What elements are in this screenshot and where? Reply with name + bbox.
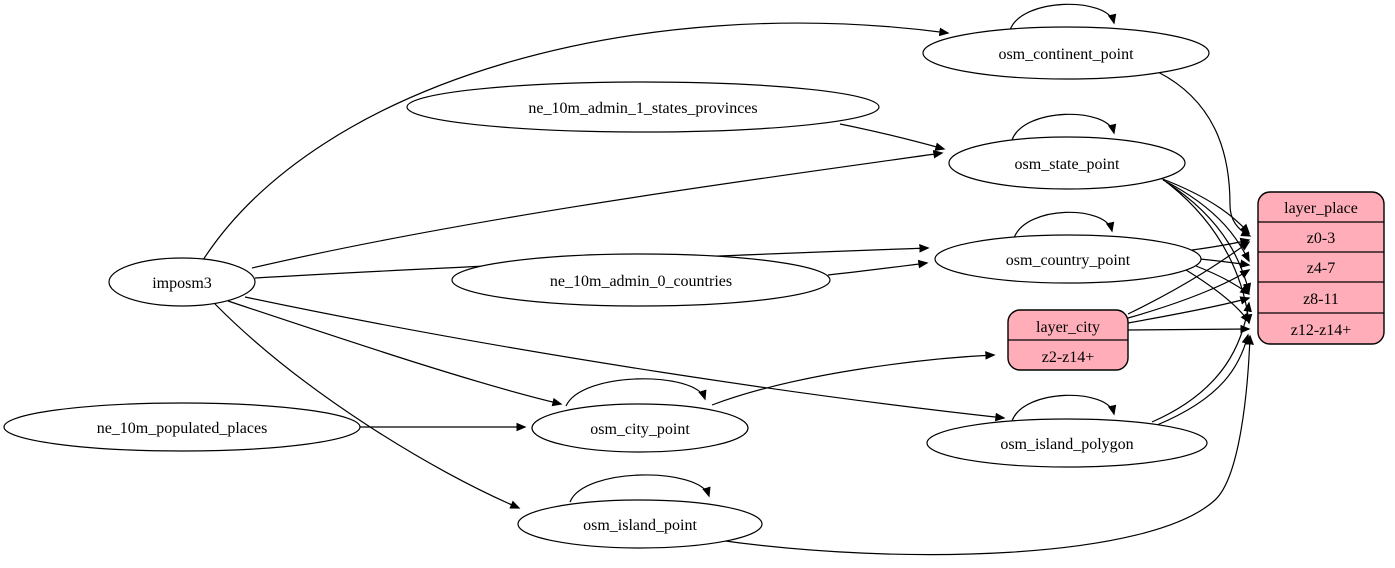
edge-imposm3-osm_island_point [214, 303, 521, 509]
edge-ne_10m_admin_0_countries-osm_country_point [827, 259, 929, 276]
node-ne_10m_admin_0_countries-shape [451, 253, 831, 307]
edge-self-osm_country_point [1013, 211, 1115, 239]
edge-ne_10m_admin_1_states_provinces-osm_state_point [839, 123, 946, 151]
edge-osm_country_point-layer_place-z4-7 [1199, 258, 1251, 269]
node-ne_10m_admin_1_states_provinces-label: ne_10m_admin_1_states_provinces [528, 100, 757, 117]
edge-layer_city-layer_place-z4-7 [1127, 269, 1251, 319]
edge-imposm3-osm_island_polygon [244, 296, 1006, 422]
edge-self-osm_city_point [565, 378, 707, 407]
node-osm_state_point-label: osm_state_point [1015, 156, 1120, 173]
edge-self-osm_state_point [1011, 113, 1117, 141]
edge-self-osm_continent_point [1009, 3, 1117, 31]
record-layer_city-row-z2-z14: z2-z14+ [1042, 349, 1095, 366]
node-ne_10m_admin_1_states_provinces-shape [406, 81, 880, 133]
edge-layer_city-layer_place-z12-z14 [1127, 324, 1251, 334]
node-ne_10m_populated_places: ne_10m_populated_places [3, 402, 361, 452]
node-imposm3: imposm3 [108, 257, 256, 307]
node-osm_island_point-shape [517, 499, 763, 549]
record-layer_place-row-z8-11: z8-11 [1303, 291, 1339, 308]
record-layer_place-row-z4-7: z4-7 [1307, 260, 1335, 277]
edge-osm_island_polygon-layer_place-z8-11 [1151, 301, 1252, 423]
node-ne_10m_admin_0_countries-label: ne_10m_admin_0_countries [550, 273, 732, 290]
node-osm_island_point: osm_island_point [517, 499, 763, 549]
edge-osm_continent_point-layer_place-z0-3 [1157, 71, 1252, 237]
node-osm_city_point-label: osm_city_point [590, 421, 690, 438]
edge-layer_city-layer_place-z8-11 [1127, 296, 1251, 324]
node-osm_island_polygon-label: osm_island_polygon [1000, 436, 1133, 453]
node-osm_continent_point-shape [922, 26, 1210, 80]
node-osm_country_point: osm_country_point [934, 234, 1202, 284]
edge-imposm3-osm_continent_point [202, 22, 950, 261]
edge-osm_city_point-layer_city-z2-z14 [711, 351, 996, 406]
node-osm_continent_point-label: osm_continent_point [998, 46, 1134, 63]
node-osm_country_point-shape [934, 234, 1202, 284]
node-ne_10m_admin_1_states_provinces: ne_10m_admin_1_states_provinces [406, 81, 880, 133]
edge-imposm3-osm_city_point [227, 300, 563, 407]
edge-osm_island_polygon-layer_place-z12-z14 [1156, 333, 1250, 426]
edge-osm_state_point-layer_place-z8-11 [1165, 181, 1252, 294]
record-layer_place-box [1257, 191, 1385, 345]
node-osm_city_point-shape [531, 403, 749, 453]
node-osm_island_polygon-shape [926, 418, 1208, 468]
node-osm_country_point-label: osm_country_point [1006, 252, 1131, 269]
node-ne_10m_admin_0_countries: ne_10m_admin_0_countries [451, 253, 831, 307]
record-layer_city-title: layer_city [1036, 319, 1100, 336]
node-osm_continent_point: osm_continent_point [922, 26, 1210, 80]
edge-osm_state_point-layer_place-z0-3 [1159, 177, 1251, 235]
edge-imposm3-osm_state_point [251, 149, 944, 269]
node-osm_state_point-shape [948, 136, 1186, 190]
edge-osm_country_point-layer_place-z0-3 [1191, 237, 1251, 251]
node-ne_10m_populated_places-shape [3, 402, 361, 452]
node-imposm3-shape [108, 257, 256, 307]
node-osm_city_point: osm_city_point [531, 403, 749, 453]
node-imposm3-label: imposm3 [152, 275, 212, 292]
record-layer_place-title: layer_place [1284, 200, 1358, 217]
record-layer_place: layer_place z0-3 z4-7 z8-11 z12-z14+ [1257, 191, 1385, 345]
record-layer_place-row-z0-3: z0-3 [1307, 230, 1335, 247]
edge-layer_city-layer_place-z0-3 [1127, 241, 1251, 315]
edge-self-osm_island_polygon [1011, 394, 1117, 422]
node-ne_10m_populated_places-label: ne_10m_populated_places [97, 420, 268, 437]
edge-osm_island_point-layer_place-z12-z14 [717, 334, 1254, 556]
node-osm_state_point: osm_state_point [948, 136, 1186, 190]
node-osm_island_point-label: osm_island_point [583, 517, 697, 534]
record-layer_city: layer_city z2-z14+ [1007, 309, 1129, 371]
edge-osm_state_point-layer_place-z4-7 [1162, 179, 1250, 263]
record-layer_place-row-z12-z14: z12-z14+ [1291, 322, 1352, 339]
edge-self-osm_island_point [569, 474, 711, 503]
edge-osm_country_point-layer_place-z8-11 [1195, 265, 1251, 295]
node-osm_island_polygon: osm_island_polygon [926, 418, 1208, 468]
